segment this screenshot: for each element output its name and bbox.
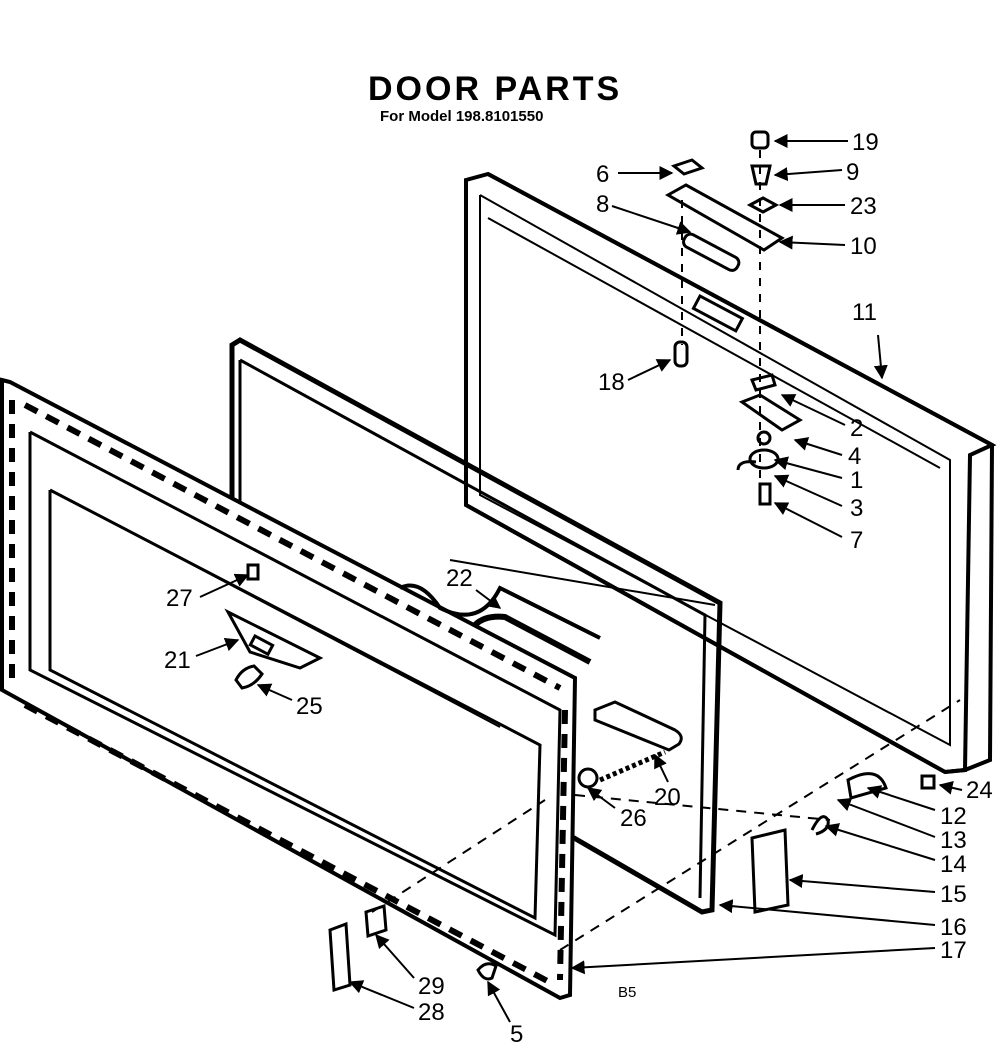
page-title: DOOR PARTS bbox=[368, 70, 623, 108]
callout-numbers: 19 9 23 10 6 8 11 18 2 4 1 3 7 22 27 21 … bbox=[164, 129, 993, 1048]
callout-4: 4 bbox=[848, 443, 861, 470]
model-subtitle: For Model 198.8101550 bbox=[380, 108, 544, 125]
callout-9: 9 bbox=[846, 159, 859, 186]
callout-3: 3 bbox=[850, 495, 863, 522]
callout-1: 1 bbox=[850, 467, 863, 494]
callout-13: 13 bbox=[940, 827, 967, 854]
diagram-code: B5 bbox=[618, 984, 637, 1001]
callout-10: 10 bbox=[850, 233, 877, 260]
callout-27: 27 bbox=[166, 585, 193, 612]
inner-door-panel bbox=[0, 377, 578, 1001]
handle-assembly bbox=[224, 559, 716, 690]
callout-19: 19 bbox=[852, 129, 879, 156]
callout-20: 20 bbox=[654, 784, 681, 811]
outer-door-frame bbox=[464, 171, 997, 775]
callout-28: 28 bbox=[418, 999, 445, 1026]
callout-17: 17 bbox=[940, 937, 967, 964]
callout-22: 22 bbox=[446, 565, 473, 592]
callout-21: 21 bbox=[164, 647, 191, 674]
callout-23: 23 bbox=[850, 193, 877, 220]
callout-2: 2 bbox=[850, 415, 863, 442]
callout-8: 8 bbox=[596, 191, 609, 218]
callout-24: 24 bbox=[966, 777, 993, 804]
callout-18: 18 bbox=[598, 369, 625, 396]
leader-lines bbox=[195, 134, 963, 1023]
callout-11: 11 bbox=[852, 299, 877, 326]
callout-26: 26 bbox=[620, 805, 647, 832]
callout-15: 15 bbox=[940, 881, 967, 908]
callout-25: 25 bbox=[296, 693, 323, 720]
callout-6: 6 bbox=[596, 161, 609, 188]
callout-5: 5 bbox=[510, 1021, 523, 1048]
callout-7: 7 bbox=[850, 527, 863, 554]
callout-14: 14 bbox=[940, 851, 967, 878]
callout-29: 29 bbox=[418, 973, 445, 1000]
callout-12: 12 bbox=[940, 803, 967, 830]
callout-16: 16 bbox=[940, 914, 967, 941]
